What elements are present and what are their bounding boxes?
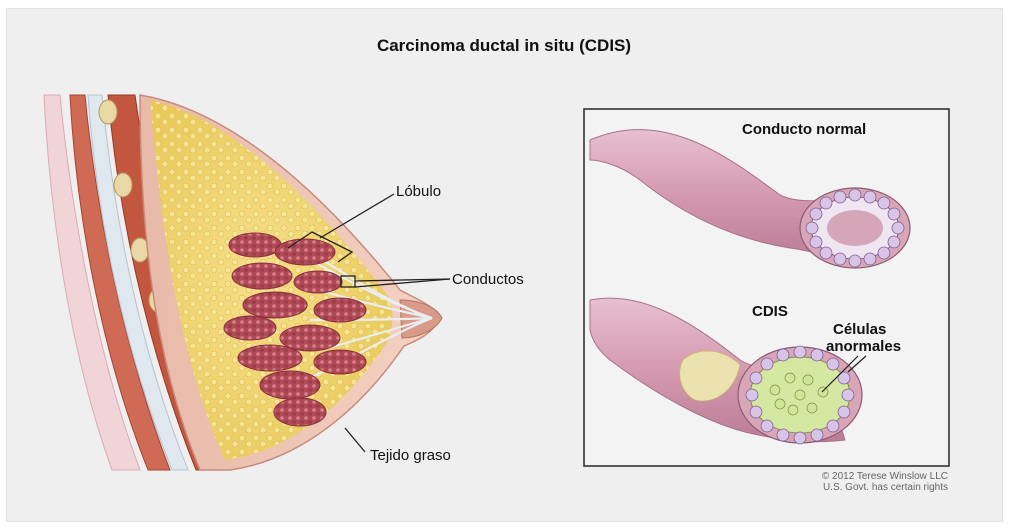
label-lobulo: Lóbulo bbox=[396, 183, 441, 200]
tejido-graso-leader bbox=[345, 428, 365, 452]
breast-cross-section bbox=[44, 95, 442, 470]
label-celulas-line2: anormales bbox=[826, 338, 901, 355]
label-conducto-normal: Conducto normal bbox=[742, 121, 866, 138]
credit-line-1: © 2012 Terese Winslow LLC bbox=[822, 471, 948, 482]
label-tejido-graso: Tejido graso bbox=[370, 447, 451, 464]
label-cdis: CDIS bbox=[752, 303, 788, 320]
duct-inset: Conducto normal CDIS Células anormales bbox=[584, 109, 949, 466]
label-celulas-line1: Células bbox=[833, 321, 886, 338]
credit-line-2: U.S. Govt. has certain rights bbox=[823, 482, 948, 493]
figure-title: Carcinoma ductal in situ (CDIS) bbox=[377, 36, 631, 55]
label-conductos: Conductos bbox=[452, 271, 524, 288]
